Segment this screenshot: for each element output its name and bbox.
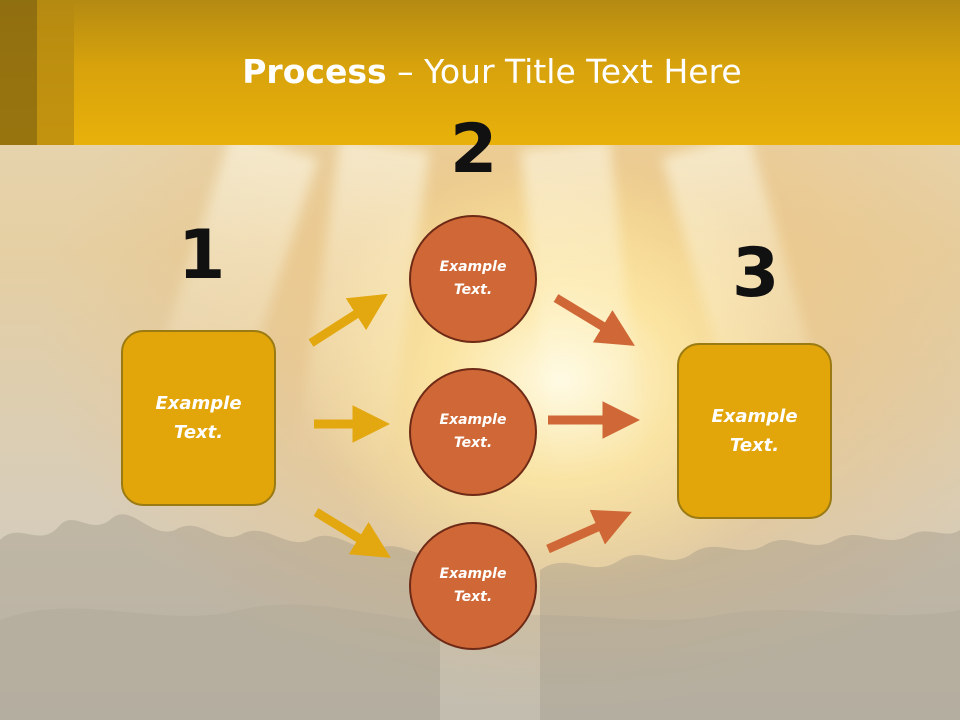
circle-top-line1: Example [439,259,507,275]
step-number-1: 1 [178,216,226,295]
step-number-2: 2 [450,110,498,189]
step-1-text-line1: Example [155,393,242,414]
circle-middle-line1: Example [439,412,507,428]
header-accent-strip [0,0,37,145]
step-number-3: 3 [732,234,780,313]
circle-bottom-line2: Text. [453,589,493,605]
arrow-from-top-circle [553,294,635,346]
arrow-to-top-circle [308,293,388,347]
step-1-text-line2: Text. [173,422,224,443]
crowd-silhouette [0,514,960,720]
title-rest: – Your Title Text Here [386,52,742,91]
circle-middle-line2: Text. [453,435,493,451]
slide-title: Process – Your Title Text Here [0,52,960,91]
arrow-to-bottom-circle [313,508,391,558]
title-bold: Process [242,52,387,91]
circle-bottom-line1: Example [439,566,507,582]
slide-header-band: Process – Your Title Text Here [0,0,960,145]
step-3-text-line2: Text. [729,435,780,456]
step-3-text-line1: Example [711,406,798,427]
circle-top-line2: Text. [453,282,493,298]
arrow-from-bottom-circle [546,509,632,554]
header-accent-strip [37,0,74,145]
